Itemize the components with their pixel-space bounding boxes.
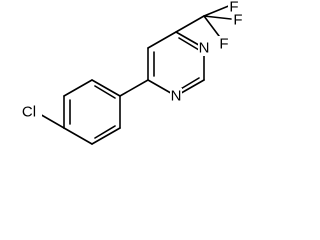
ring-to-cf3-bond bbox=[175, 15, 205, 33]
molecule-structure-diagram: Cl N N F F F bbox=[18, 0, 244, 145]
cf3-bond-to-top-fluorine bbox=[203, 4, 232, 17]
nitrogen-upper-label-background bbox=[198, 40, 210, 56]
ring-a-double-bond-2 bbox=[94, 125, 116, 139]
nitrogen-lower-label-background bbox=[170, 88, 182, 104]
ring-a-bond-5 bbox=[91, 79, 121, 97]
nitrogen-lower-atom-label: N bbox=[171, 88, 182, 105]
fluorine-top-label-background bbox=[228, 0, 240, 14]
ring-a-bond-6 bbox=[63, 79, 93, 97]
fluorine-right-atom-label: F bbox=[233, 12, 242, 29]
carbon-chlorine-bond bbox=[37, 112, 65, 129]
ring-b-double-bond-2 bbox=[178, 77, 200, 91]
chlorophenyl-ring bbox=[63, 79, 121, 145]
chlorine-label-background bbox=[18, 103, 42, 121]
pyrimidine-ring bbox=[147, 31, 205, 97]
ring-b-double-bond-3 bbox=[178, 37, 200, 51]
ring-a-bond-2 bbox=[63, 127, 93, 145]
nitrogen-upper-atom-label: N bbox=[199, 40, 210, 57]
ring-a-bond-3 bbox=[91, 127, 121, 145]
fluorine-right-label-background bbox=[232, 12, 244, 28]
fluorine-top-atom-label: F bbox=[229, 0, 238, 16]
biaryl-bond bbox=[119, 79, 149, 97]
atom-labels: Cl N N F F F bbox=[18, 0, 244, 121]
ring-a-double-bond-3 bbox=[94, 85, 116, 99]
ring-b-bond-5 bbox=[147, 31, 177, 49]
cf3-bond-to-right-fluorine bbox=[203, 15, 232, 20]
fluorine-lower-label-background bbox=[218, 36, 230, 52]
chlorine-atom-label: Cl bbox=[22, 104, 36, 121]
fluorine-lower-atom-label: F bbox=[219, 36, 228, 53]
